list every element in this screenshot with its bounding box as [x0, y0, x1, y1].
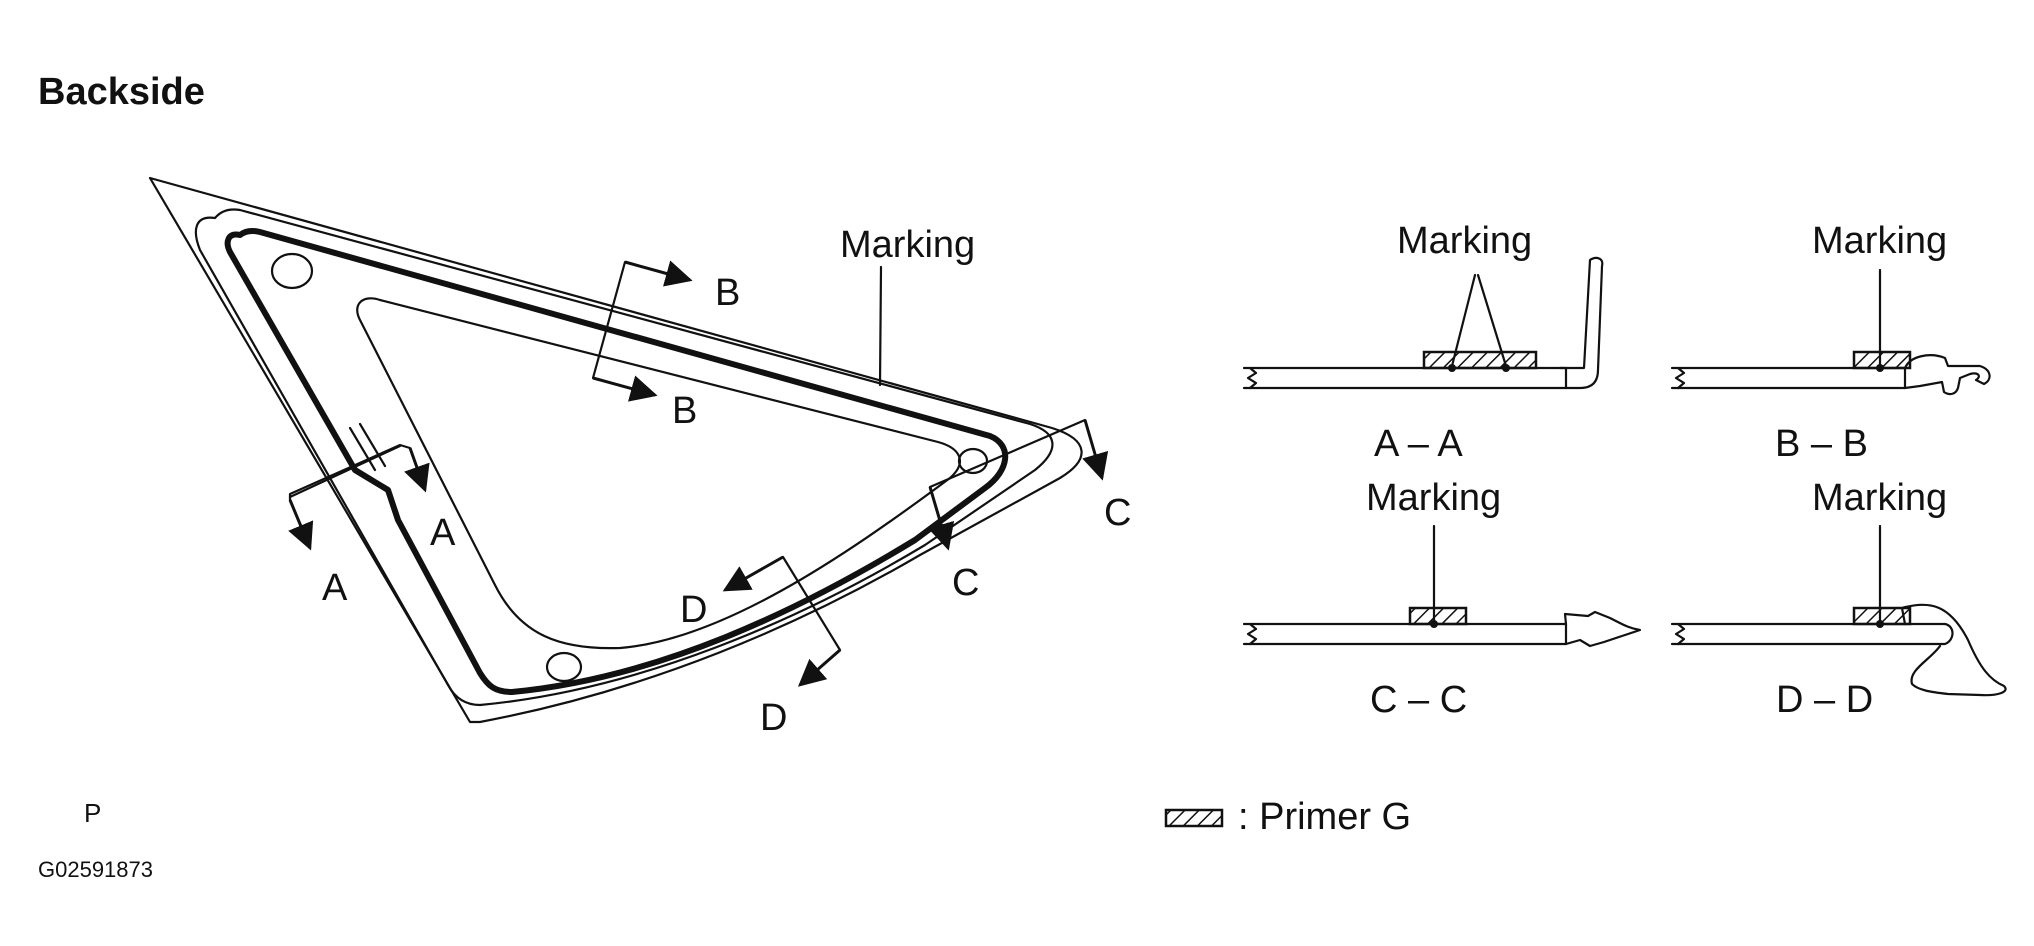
section-d-d	[1670, 524, 2007, 697]
section-c-caption: C – C	[1370, 679, 1467, 721]
section-a-a	[1242, 256, 1604, 390]
cut-label-c2: C	[952, 562, 979, 604]
cut-label-b1: B	[715, 272, 740, 314]
marking-leader	[878, 265, 883, 387]
figure-code: G02591873	[38, 857, 153, 882]
footer-p: P	[84, 798, 101, 828]
section-b-caption: B – B	[1775, 423, 1868, 465]
section-a-marking: Marking	[1397, 220, 1532, 262]
cut-line-b	[591, 260, 693, 402]
cut-line-a	[288, 443, 430, 551]
page-title: Backside	[38, 71, 205, 113]
section-b-marking: Marking	[1812, 220, 1947, 262]
cut-label-b2: B	[672, 390, 697, 432]
cut-label-c1: C	[1104, 492, 1131, 534]
cut-line-d	[722, 555, 842, 687]
section-d-marking: Marking	[1812, 477, 1947, 519]
cut-line-c	[928, 418, 1109, 551]
section-c-marking: Marking	[1366, 477, 1501, 519]
primer-legend	[1164, 808, 1224, 828]
primer-swatch	[1164, 808, 1224, 828]
section-a-caption: A – A	[1374, 423, 1463, 465]
section-d-caption: D – D	[1776, 679, 1873, 721]
cut-label-d1: D	[680, 589, 707, 631]
cut-label-a1: A	[322, 567, 348, 609]
section-b-b	[1670, 268, 1991, 396]
section-c-c	[1242, 524, 1642, 648]
marking-label: Marking	[840, 224, 975, 266]
cut-label-a2: A	[430, 512, 456, 554]
legend-text: : Primer G	[1238, 796, 1411, 838]
cut-label-d2: D	[760, 697, 787, 739]
